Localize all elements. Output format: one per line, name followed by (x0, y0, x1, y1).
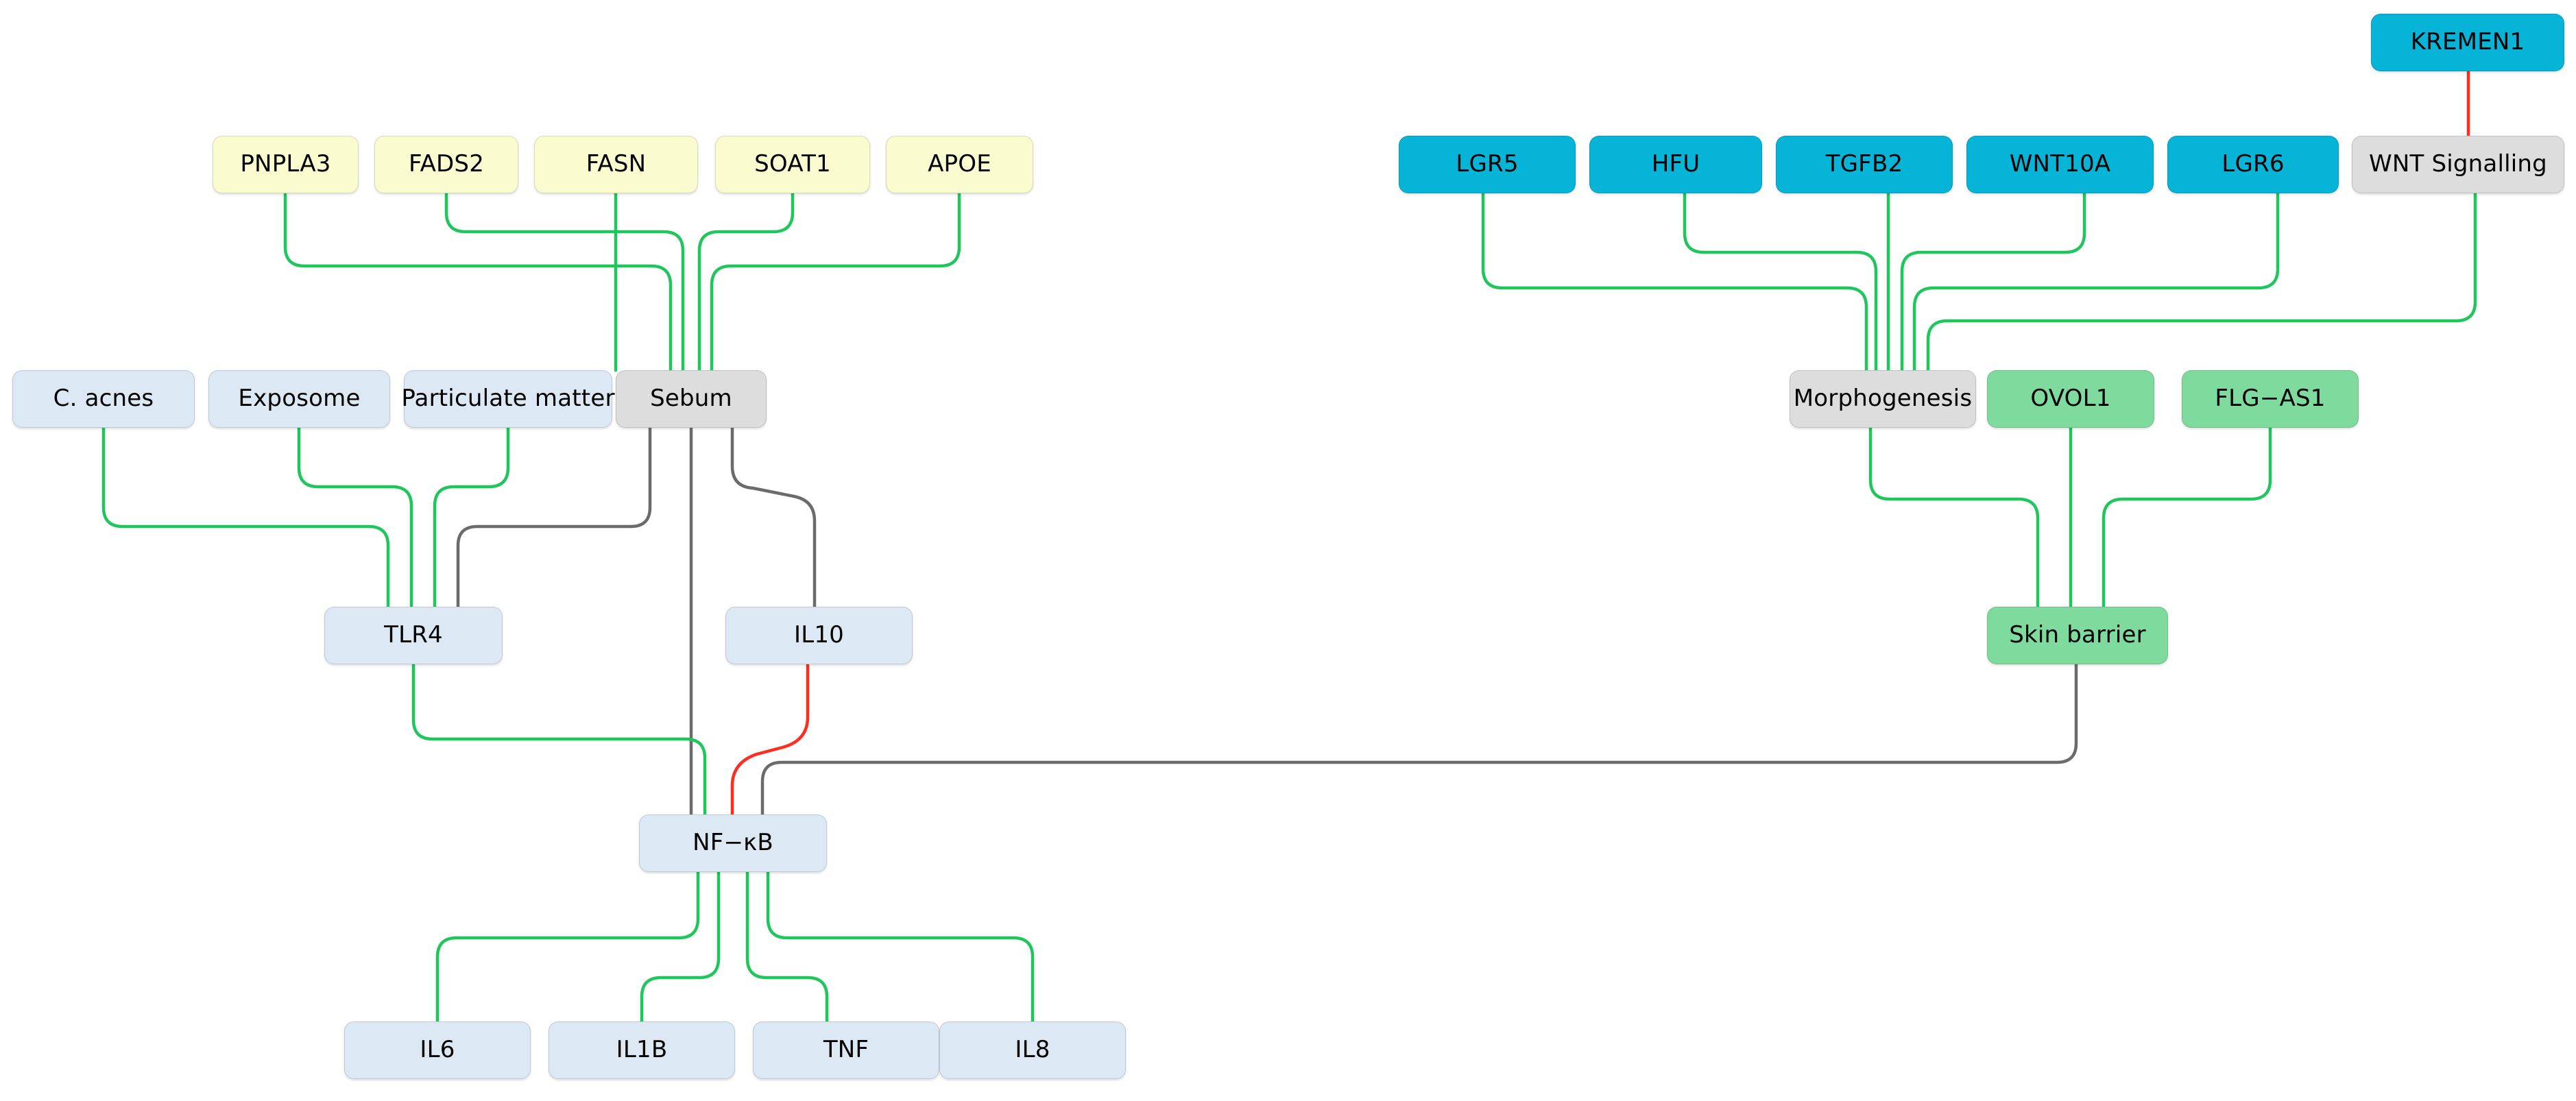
node-nfkb[interactable]: NF−κB (639, 814, 827, 872)
edge-soat1-to-sebum (697, 191, 795, 372)
node-lgr6[interactable]: LGR6 (2167, 136, 2339, 193)
edge-sebum-to-tlr4 (456, 426, 652, 609)
edge-nfkb-to-il6 (435, 870, 700, 1024)
node-flg-as1[interactable]: FLG−AS1 (2182, 370, 2359, 428)
edge-apoe-to-sebum (710, 191, 961, 372)
node-tlr4[interactable]: TLR4 (324, 607, 503, 664)
edge-nfkb-to-tnf (745, 870, 829, 1024)
edge-skinbarrier-to-nfkb (760, 662, 2078, 816)
node-il6[interactable]: IL6 (344, 1021, 531, 1079)
edge-lgr6-to-morph (1912, 191, 2280, 372)
node-skin-barrier[interactable]: Skin barrier (1987, 607, 2168, 664)
node-apoe[interactable]: APOE (886, 136, 1033, 193)
node-fads2[interactable]: FADS2 (374, 136, 518, 193)
edge-morph-to-skinbarrier (1868, 426, 2040, 609)
edge-fads2-to-sebum (444, 191, 685, 372)
edge-sebum-to-il10 (730, 426, 817, 609)
edge-tlr4-to-nfkb (411, 662, 707, 816)
node-exposome[interactable]: Exposome (208, 370, 390, 428)
edge-particulate-to-tlr4 (433, 426, 510, 609)
edge-lgr5-to-morph (1481, 191, 1868, 372)
node-tnf[interactable]: TNF (753, 1021, 939, 1079)
node-il1b[interactable]: IL1B (549, 1021, 735, 1079)
node-wnt-signalling[interactable]: WNT Signalling (2352, 136, 2564, 193)
node-tgfb2[interactable]: TGFB2 (1776, 136, 1953, 193)
edge-nfkb-to-il1b (640, 870, 721, 1024)
edge-wnt10a-to-morph (1900, 191, 2086, 372)
node-fasn[interactable]: FASN (534, 136, 698, 193)
node-morphogenesis[interactable]: Morphogenesis (1790, 370, 1976, 428)
edge-nfkb-to-il8 (766, 870, 1035, 1024)
edge-il10-to-nfkb (730, 662, 810, 816)
node-pnpla3[interactable]: PNPLA3 (213, 136, 359, 193)
edge-flgas1-to-skinbarrier (2102, 426, 2272, 609)
node-sebum[interactable]: Sebum (616, 370, 767, 428)
node-hfu[interactable]: HFU (1589, 136, 1762, 193)
edge-hfu-to-morph (1683, 191, 1878, 372)
node-ovol1[interactable]: OVOL1 (1987, 370, 2154, 428)
node-il8[interactable]: IL8 (939, 1021, 1126, 1079)
node-particulate-matter[interactable]: Particulate matter (401, 370, 614, 428)
edge-pnpla3-to-sebum (283, 191, 673, 372)
node-soat1[interactable]: SOAT1 (715, 136, 870, 193)
edge-cacnes-to-tlr4 (101, 426, 390, 609)
node-c-acnes[interactable]: C. acnes (12, 370, 195, 428)
node-kremen1[interactable]: KREMEN1 (2371, 14, 2564, 71)
edge-wntsig-to-morph (1926, 191, 2477, 372)
node-il10[interactable]: IL10 (725, 607, 913, 664)
node-lgr5[interactable]: LGR5 (1399, 136, 1576, 193)
edge-exposome-to-tlr4 (297, 426, 413, 609)
node-wnt10a[interactable]: WNT10A (1966, 136, 2154, 193)
